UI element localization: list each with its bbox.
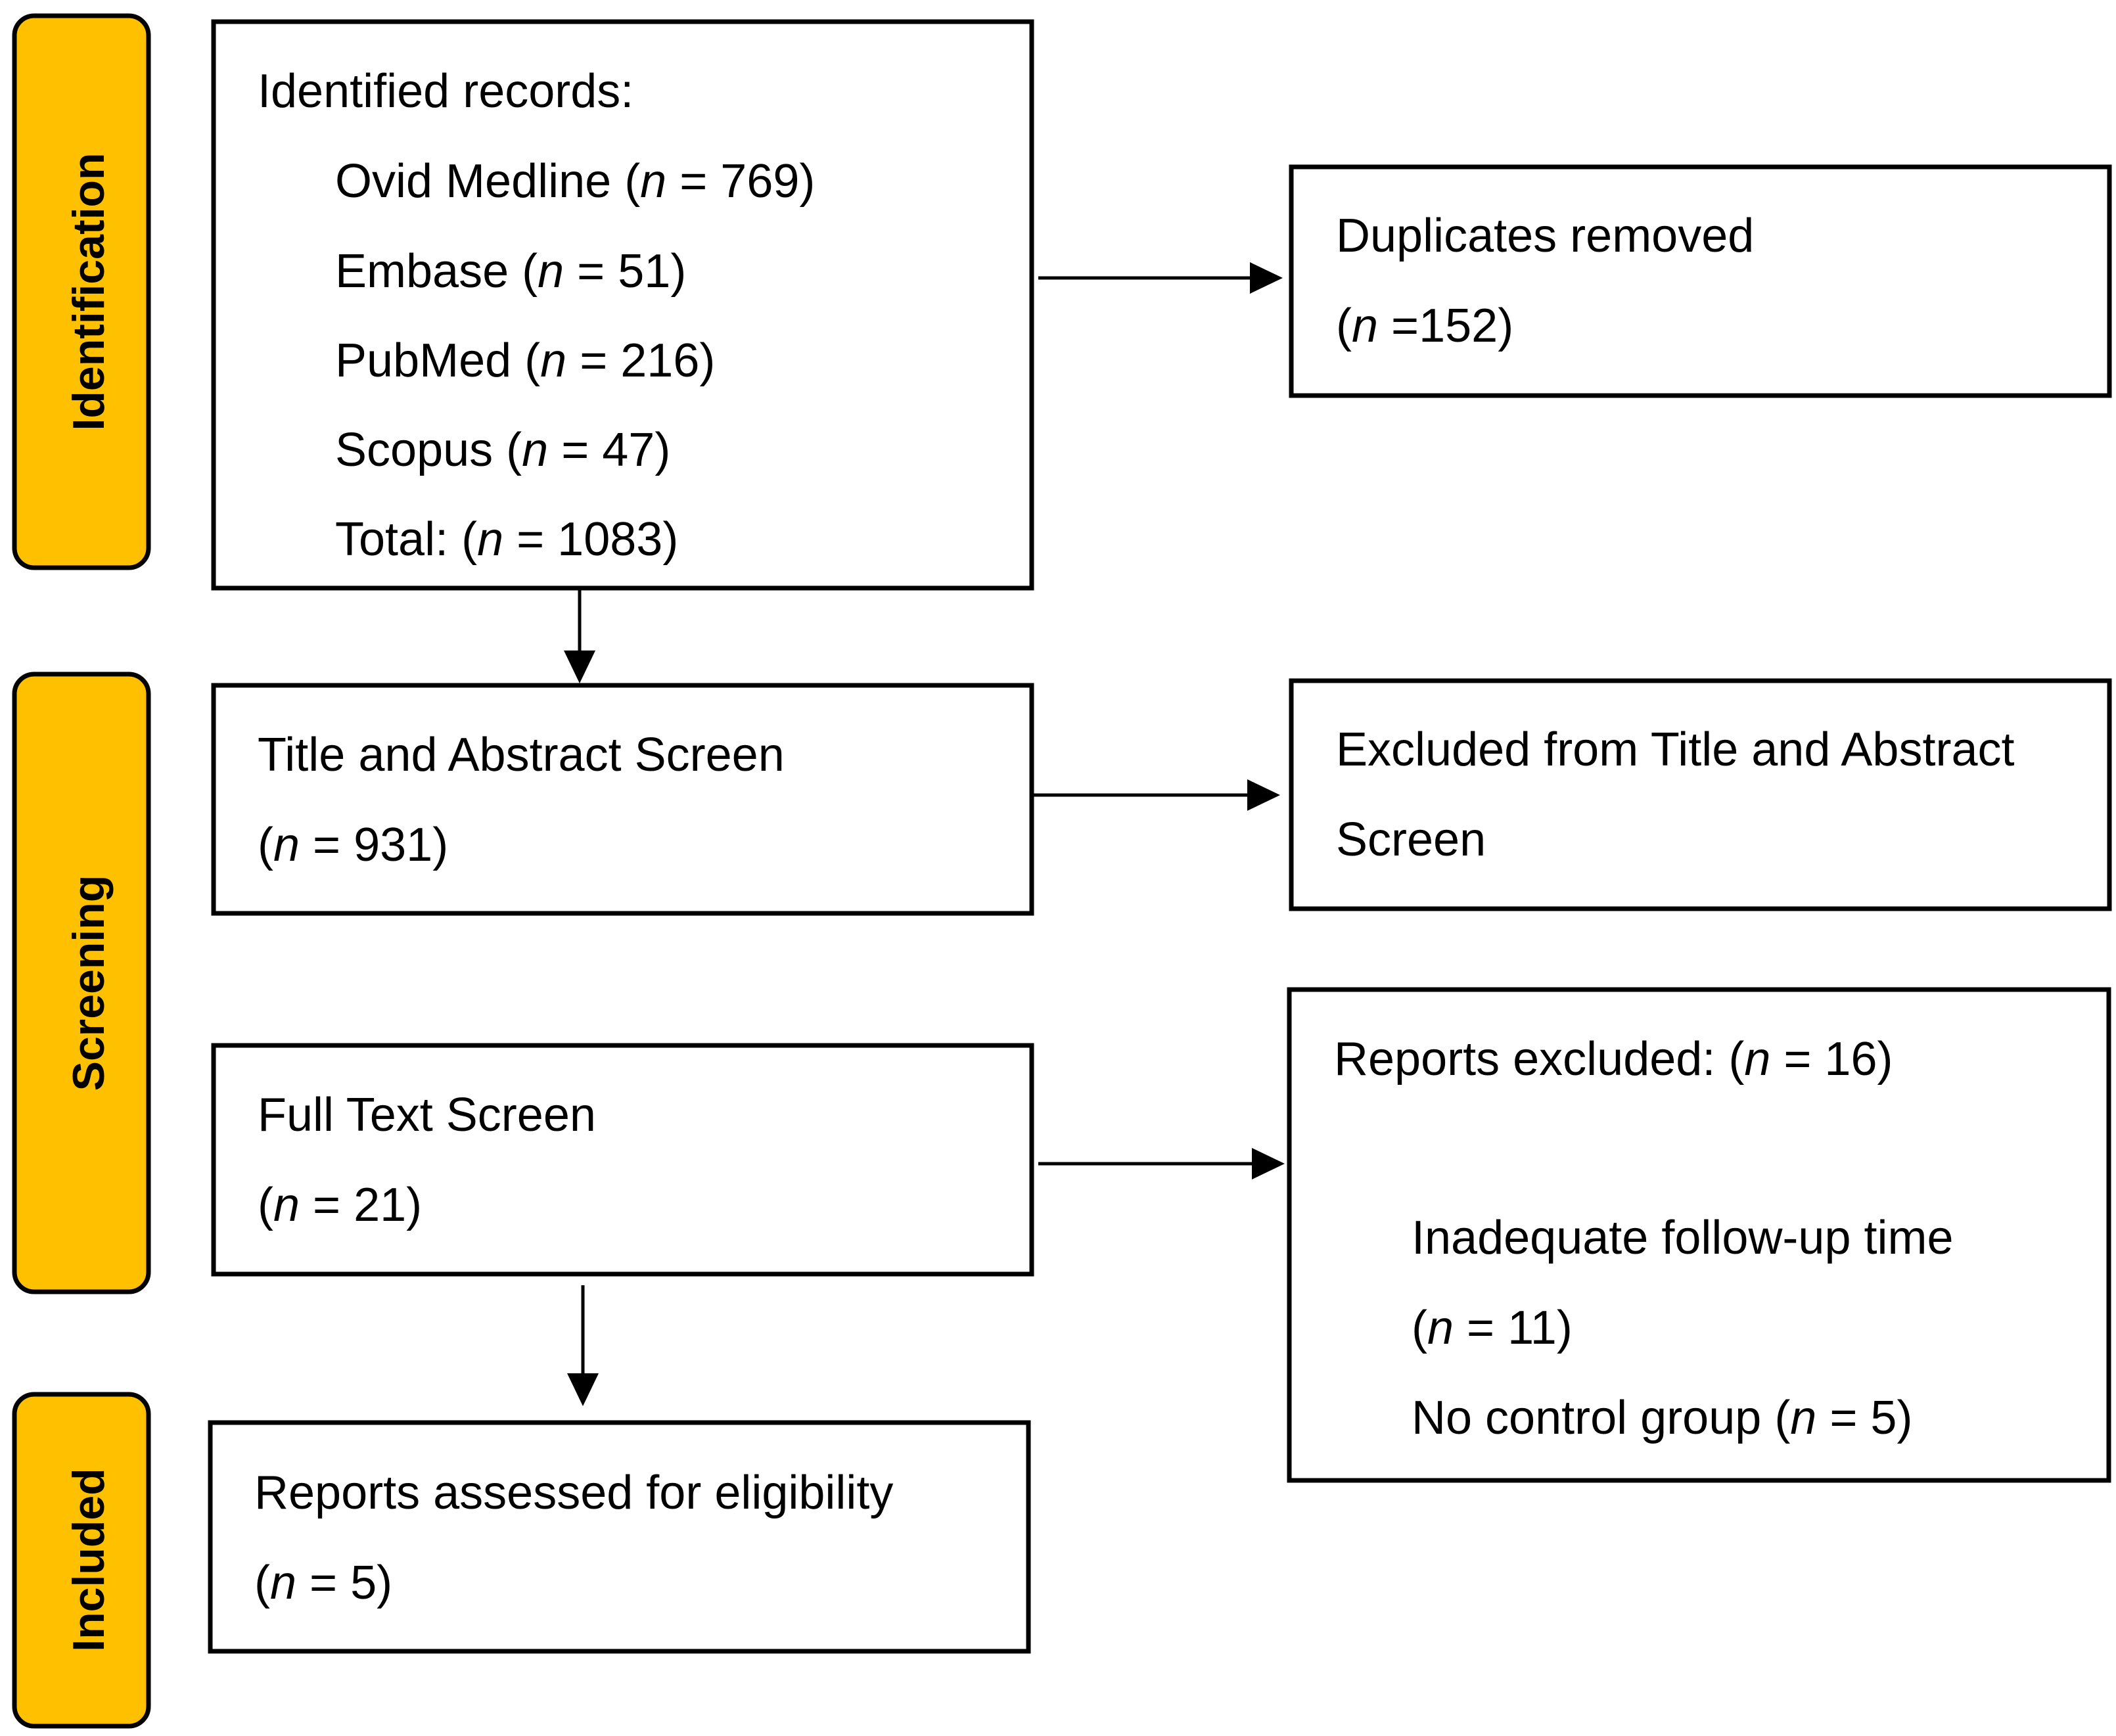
source-pubmed: PubMed (n = 216) <box>335 334 715 387</box>
duplicates-removed-count: (n =152) <box>1336 300 1513 352</box>
reason-follow-up-time-count: (n = 11) <box>1412 1302 1573 1354</box>
arrow-full-text-to-assessed <box>567 1285 599 1406</box>
identified-records-heading: Identified records: <box>258 65 633 118</box>
reports-excluded-heading: Reports excluded: (n = 16) <box>1334 1033 1893 1085</box>
arrow-title-abstract-to-excluded <box>1033 779 1280 811</box>
full-text-screen-box: Full Text Screen (n = 21) <box>211 1043 1034 1277</box>
identified-records-box: Identified records: Ovid Medline (n = 76… <box>211 19 1034 591</box>
stage-screening: Screening <box>12 672 151 1294</box>
title-abstract-screen-box: Title and Abstract Screen (n = 931) <box>211 683 1034 916</box>
excluded-title-abstract-line2: Screen <box>1336 813 1486 866</box>
arrow-identified-to-duplicates <box>1038 262 1283 294</box>
reports-assessed-label: Reports assessed for eligibility <box>254 1467 893 1519</box>
title-abstract-screen-count: (n = 931) <box>258 819 448 871</box>
duplicates-removed-box: Duplicates removed (n =152) <box>1289 164 2112 398</box>
source-scopus: Scopus (n = 47) <box>335 424 670 476</box>
reason-follow-up-time: Inadequate follow-up time <box>1412 1212 1954 1264</box>
full-text-screen-count: (n = 21) <box>258 1179 422 1231</box>
reason-no-control-group: No control group (n = 5) <box>1412 1392 1912 1444</box>
source-embase: Embase (n = 51) <box>335 245 686 298</box>
full-text-screen-label: Full Text Screen <box>258 1089 596 1141</box>
stage-identification: Identification <box>12 13 151 570</box>
reports-assessed-count: (n = 5) <box>254 1557 392 1609</box>
stage-screening-label: Screening <box>64 875 114 1091</box>
title-abstract-screen-label: Title and Abstract Screen <box>258 729 785 781</box>
stage-included: Included <box>12 1392 151 1729</box>
records-total: Total: (n = 1083) <box>335 513 678 566</box>
excluded-title-abstract-box: Excluded from Title and Abstract Screen <box>1289 678 2112 911</box>
stage-identification-label: Identification <box>64 152 114 430</box>
stage-included-label: Included <box>64 1468 114 1652</box>
reports-assessed-box: Reports assessed for eligibility (n = 5) <box>208 1420 1031 1654</box>
reports-excluded-box: Reports excluded: (n = 16) Inadequate fo… <box>1287 987 2111 1483</box>
duplicates-removed-label: Duplicates removed <box>1336 210 1754 262</box>
arrow-full-text-to-reports-excluded <box>1038 1148 1285 1179</box>
arrow-identified-to-title-abstract <box>564 589 595 683</box>
excluded-title-abstract-line1: Excluded from Title and Abstract <box>1336 723 2015 776</box>
source-ovid-medline: Ovid Medline (n = 769) <box>335 155 815 208</box>
